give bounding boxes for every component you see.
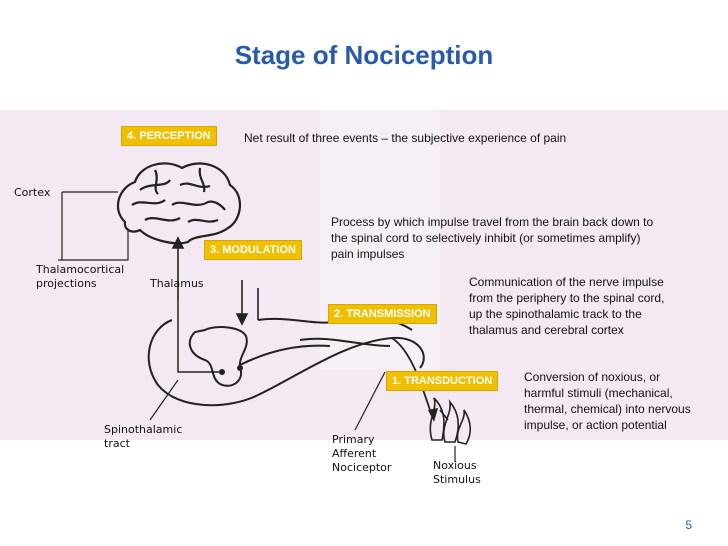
transmission-description: Communication of the nerve impulse from …	[469, 275, 665, 337]
primary-label: Primary	[332, 433, 375, 446]
noxious-label: Noxious	[433, 459, 477, 472]
stage-modulation-box: 3. MODULATION	[204, 240, 302, 260]
cortex-label: Cortex	[14, 186, 51, 199]
nociceptor-label: Nociceptor	[332, 461, 392, 474]
projections-label: projections	[36, 277, 97, 290]
perception-description: Net result of three events – the subject…	[244, 131, 567, 145]
nociception-diagram	[0, 110, 728, 462]
brain-icon	[116, 162, 241, 245]
stage-transduction-box: 1. TRANSDUCTION	[386, 371, 499, 391]
stage-perception-box: 4. PERCEPTION	[121, 126, 217, 146]
spinothalamic-label: Spinothalamic	[104, 423, 183, 436]
transduction-description: Conversion of noxious, or harmful stimul…	[524, 370, 691, 432]
flame-icon	[429, 397, 472, 445]
tract-label: tract	[104, 437, 130, 450]
stage-transmission-box: 2. TRANSMISSION	[328, 304, 437, 324]
thalamocortical-label: Thalamocortical	[36, 263, 125, 276]
afferent-label: Afferent	[332, 447, 377, 460]
page-number: 5	[685, 518, 692, 532]
slide-title: Stage of Nociception	[234, 40, 494, 70]
modulation-description: Process by which impulse travel from the…	[331, 215, 654, 261]
thalamus-label: Thalamus	[150, 277, 204, 290]
stimulus-label: Stimulus	[433, 473, 481, 486]
background-tint-right	[320, 110, 440, 370]
